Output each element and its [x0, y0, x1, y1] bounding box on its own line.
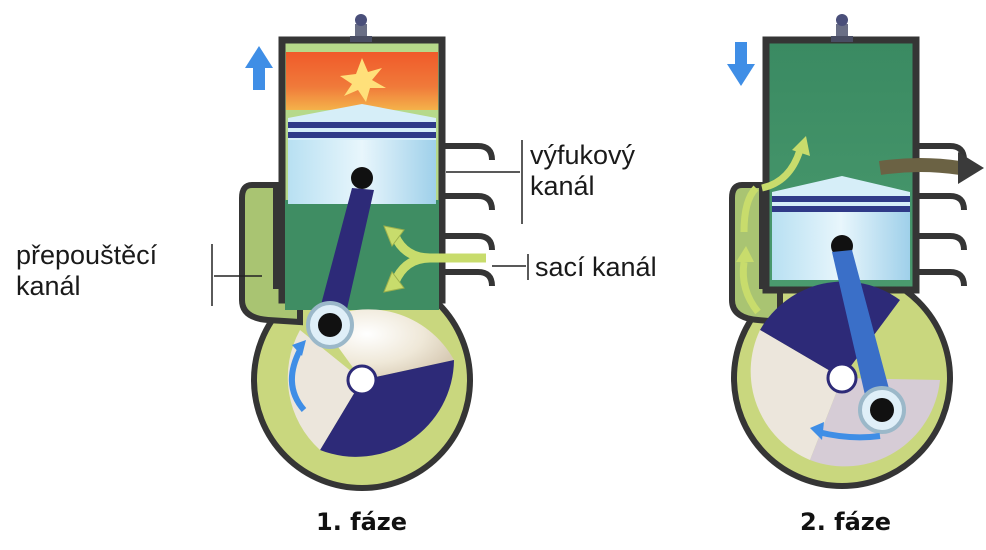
transfer-port-label-line2: kanál: [16, 271, 81, 301]
spark-plug-2: [831, 14, 853, 42]
spark-plug-1: [350, 14, 372, 42]
phase-2-caption: 2. fáze: [800, 508, 892, 536]
connecting-rod-1: [318, 188, 374, 322]
transfer-flow-arrows: [736, 136, 810, 315]
exhaust-port-label: výfukový kanál: [530, 140, 635, 202]
exhaust-port-label-line2: kanál: [530, 171, 595, 201]
transfer-port-label: přepouštěcí kanál: [16, 240, 157, 302]
phase-1-caption: 1. fáze: [316, 508, 408, 536]
label-leaders: [211, 140, 529, 306]
phase-1-engine: [239, 14, 495, 491]
exhaust-flow-arrow: [878, 152, 984, 184]
intake-port-label: sací kanál: [535, 252, 657, 282]
rotation-arrow-1: [288, 348, 307, 412]
transfer-port-label-line1: přepouštěcí: [16, 240, 158, 270]
connecting-rod-2: [832, 250, 892, 408]
phase-2-engine: [727, 14, 984, 489]
exhaust-port-label-line1: výfukový: [530, 140, 636, 170]
spark-icon: [340, 58, 386, 102]
arrow-down-icon: [727, 42, 755, 86]
piston-1: [288, 104, 436, 204]
intake-flow-arrows-1: [383, 225, 486, 293]
rotation-arrow-2: [817, 429, 881, 441]
arrow-up-icon: [245, 46, 273, 90]
piston-pin-1: [351, 167, 373, 189]
